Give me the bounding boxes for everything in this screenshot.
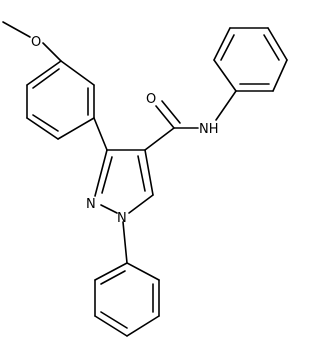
bond-c4-carbonyl (144, 127, 175, 151)
bond-n1-phenyl (122, 221, 128, 264)
bond-n1phenyl-1-inner (100, 270, 126, 285)
bond-methyl-o (2, 21, 31, 38)
bond-n1phenyl-1 (94, 262, 128, 281)
bond-n1phenyl-3 (94, 315, 128, 337)
bond-anisyl-1-inner (32, 68, 60, 89)
atom-labels: O O NH N N (31, 35, 219, 226)
atom-label-methoxy-oxygen: O (31, 35, 41, 50)
bond-n1phenyl-4 (126, 315, 160, 337)
bond-anisyl-1 (26, 60, 62, 86)
bond-nphenyl-6 (213, 59, 237, 92)
bond-carbonyl-double-b (161, 100, 181, 124)
bond-o-anisyl (42, 42, 62, 62)
bonds (2, 21, 288, 337)
atom-label-pyrazole-n1: N (117, 211, 127, 226)
bond-n1phenyl-6 (126, 262, 160, 281)
bond-n2-c3-inner (101, 156, 113, 194)
bond-n2-c3 (94, 149, 108, 197)
atom-label-carbonyl-oxygen: O (146, 92, 156, 107)
atom-label-amide-nh: NH (199, 122, 219, 137)
bond-anisyl-4 (57, 117, 95, 140)
bond-anisyl-pyrazole (93, 117, 108, 151)
bond-carbonyl-double-a (155, 105, 175, 129)
bond-n1phenyl-3-inner (100, 311, 128, 329)
bond-nphenyl-5 (213, 27, 231, 61)
bond-n1-n2 (100, 204, 118, 214)
atom-label-pyrazole-n2: N (86, 197, 96, 212)
bond-c4-c5-inner (137, 155, 146, 192)
bond-nphenyl-2 (272, 59, 288, 92)
bond-nphenyl-5-inner (220, 34, 235, 61)
bond-c4-c5 (144, 149, 154, 196)
bond-nphenyl-3-inner (263, 34, 280, 61)
bond-nphenyl-3 (267, 27, 288, 61)
bond-anisyl-3 (26, 117, 59, 140)
bond-anisyl-3-inner (32, 114, 59, 132)
chemical-structure-diagram: O O NH N N (2, 21, 288, 337)
bond-anisyl-6 (60, 60, 95, 86)
bond-nh-phenyl (215, 90, 237, 121)
bond-c5-n1 (128, 194, 154, 214)
